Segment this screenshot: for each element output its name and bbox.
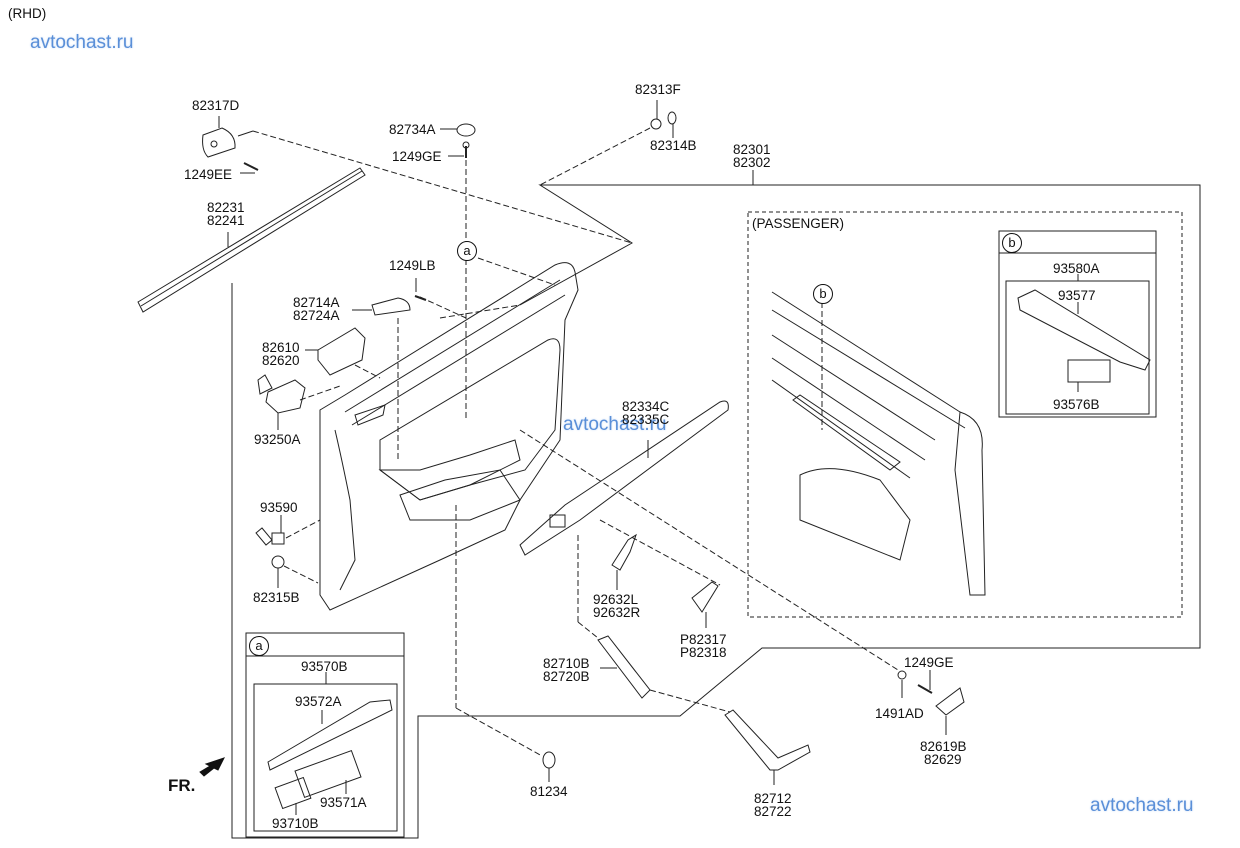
part-label: P82317 (680, 632, 727, 647)
callout-b: b (813, 284, 833, 304)
watermark: avtochast.ru (30, 32, 134, 53)
inset-b-frame (998, 230, 1157, 418)
passenger-door-panel (771, 291, 986, 596)
front-label: FR. (168, 776, 196, 795)
part-label: 82710B (543, 656, 590, 671)
part-label: 82714A (293, 295, 340, 310)
part-label: 1249GE (392, 149, 442, 164)
inset-a-subswitch-label: 93710B (272, 816, 319, 831)
part-label: 82334C (622, 399, 670, 414)
armrest-82712 (724, 709, 811, 785)
part-label: 82315B (253, 590, 300, 605)
part-label: 82302 (733, 155, 771, 170)
trim-82334C (519, 400, 729, 622)
part-label: 82619B (920, 739, 967, 754)
bracket-82317D (202, 116, 633, 244)
bracket-P82317 (691, 581, 719, 628)
inset-b-callout: b (1002, 233, 1022, 253)
assembly-frame (231, 184, 1201, 839)
watermark: avtochast.ru (563, 414, 667, 435)
part-label: 82301 (733, 142, 771, 157)
front-arrow-icon (199, 757, 225, 777)
inset-b-switch-label: 93576B (1053, 397, 1100, 412)
part-label: 82712 (754, 791, 792, 806)
inset-a-callout: a (249, 636, 269, 656)
inset-b-assembly-label: 93580A (1053, 261, 1100, 276)
part-label: 1249EE (184, 167, 233, 182)
fastener-82313F (539, 100, 754, 186)
part-label: 82720B (543, 669, 590, 684)
part-label: 82620 (262, 353, 300, 368)
part-label: 82722 (754, 804, 792, 819)
inset-b-bezel-label: 93577 (1058, 288, 1096, 303)
screw-1249LB (414, 295, 427, 301)
passenger-box (747, 211, 1183, 618)
part-label: 82313F (635, 82, 681, 97)
variant-label: (RHD) (8, 6, 47, 21)
part-label: 1249LB (389, 258, 436, 273)
inside-handle-82610 (305, 327, 381, 379)
part-label: 82231 (207, 200, 245, 215)
clips-93590-82315B (255, 515, 321, 588)
part-label: 82335C (622, 412, 670, 427)
part-label: P82318 (680, 645, 727, 660)
part-label: 92632R (593, 605, 641, 620)
passenger-title: (PASSENGER) (752, 216, 845, 231)
part-label: 93250A (254, 432, 301, 447)
inset-a-bezel-label: 93572A (295, 694, 342, 709)
fasteners-1491AD (519, 429, 965, 735)
inset-a-assembly-label: 93570B (301, 659, 348, 674)
part-label: 92632L (593, 592, 639, 607)
driver-door-panel (319, 257, 579, 611)
callout-a: a (457, 241, 477, 261)
weatherstrip-part (137, 167, 366, 313)
handle-frame-82710B (577, 621, 731, 713)
part-label: 82241 (207, 213, 245, 228)
watermark: avtochast.ru (1090, 795, 1194, 816)
part-label: 93590 (260, 500, 298, 515)
handle-cover-82714A (352, 297, 411, 460)
part-label: 81234 (530, 784, 568, 799)
part-label: 82629 (924, 752, 962, 767)
bracket-92632 (599, 519, 721, 590)
part-label: 1491AD (875, 706, 924, 721)
part-label: 82610 (262, 340, 300, 355)
plug-81234 (455, 505, 556, 782)
part-label: 82317D (192, 98, 240, 113)
part-label: 82734A (389, 122, 436, 137)
cap-and-screw (440, 123, 476, 420)
inset-a-parts (267, 699, 393, 815)
switch-93250A (257, 374, 341, 430)
part-label: 82724A (293, 308, 340, 323)
inset-b-parts (1017, 289, 1151, 392)
inset-a-switch-label: 93571A (320, 795, 367, 810)
part-label: 82314B (650, 138, 697, 153)
inset-a-frame (245, 632, 405, 838)
part-label: 1249GE (904, 655, 954, 670)
